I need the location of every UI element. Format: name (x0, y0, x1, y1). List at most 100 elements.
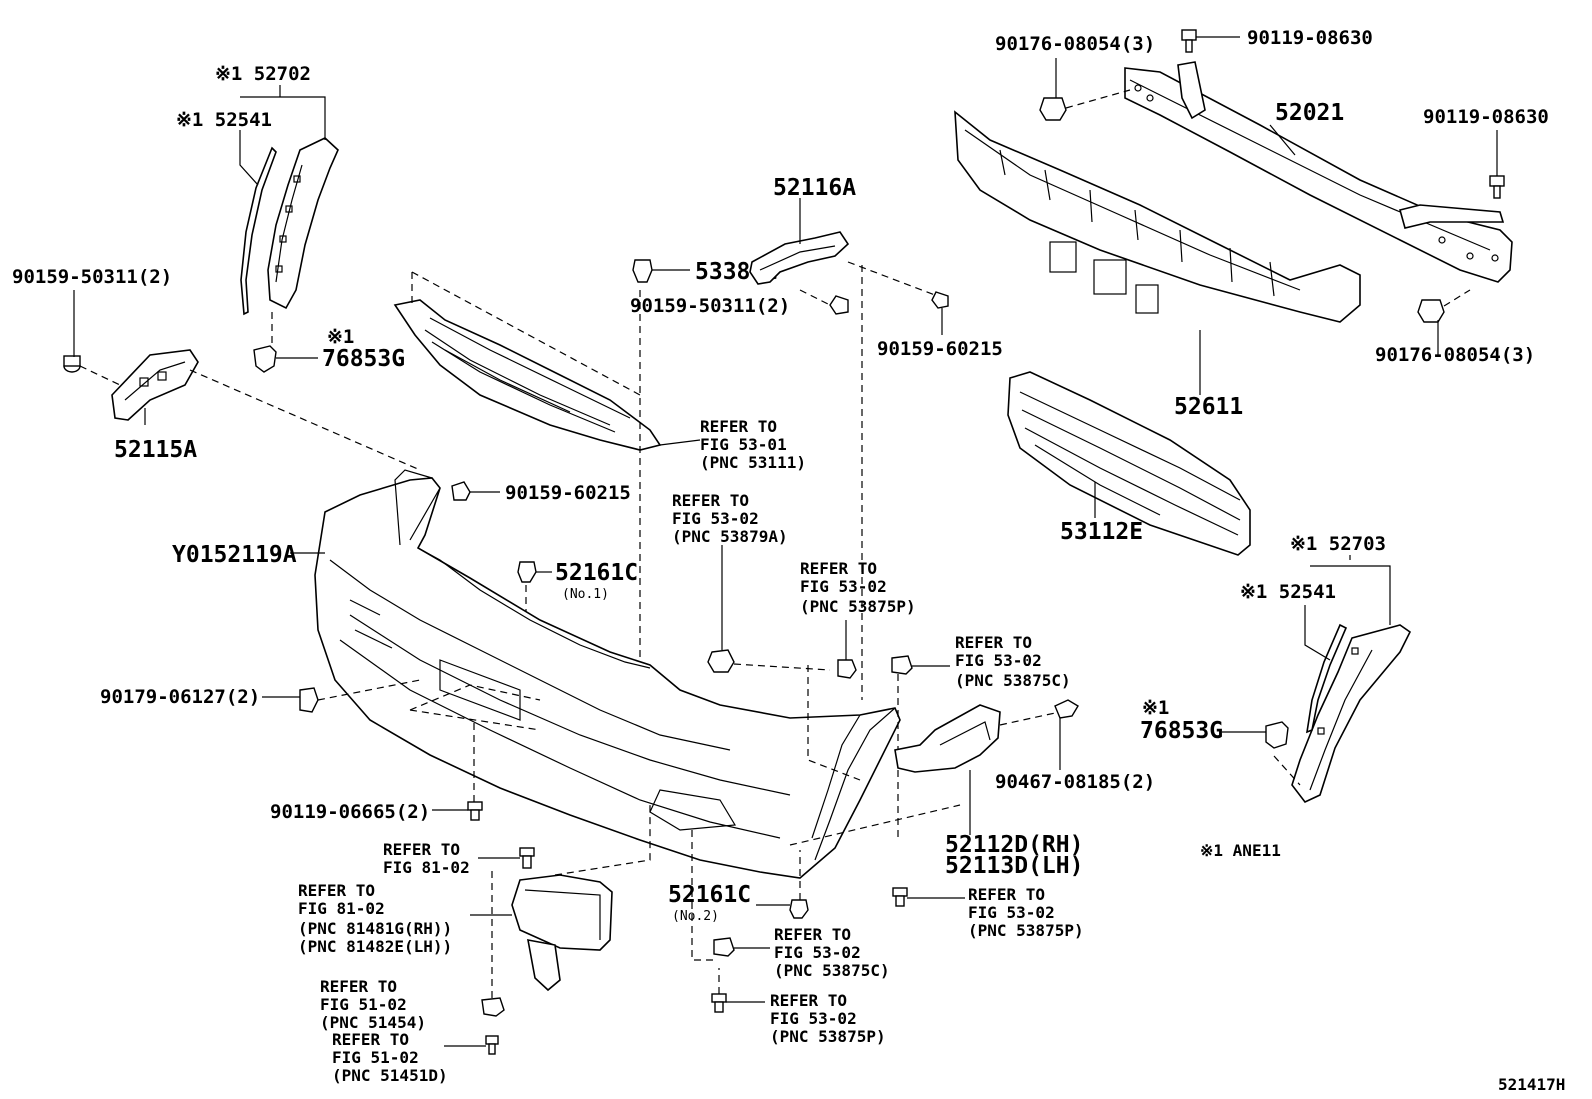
leader-refer-53111 (659, 439, 701, 446)
part-number-Y0152119A: Y0152119A (172, 542, 297, 568)
refer-53875C-b-line2: FIG 53-02 (774, 943, 861, 962)
nut-90176-08054-right (1417, 289, 1471, 355)
refer-53875C-a-line3: (PNC 53875C) (955, 671, 1071, 690)
part-number-90467-08185: 90467-08185(2) (995, 771, 1155, 793)
bolt-90119-08630-top (1181, 29, 1240, 53)
part-number-90176-08054-top: 90176-08054(3) (995, 33, 1155, 55)
refer-53879A-line2: FIG 53-02 (672, 509, 759, 528)
energy-absorber-52611 (954, 110, 1361, 395)
refer-81-02-a-line1: REFER TO (383, 840, 460, 859)
refer-53875P-c: REFER TO FIG 53-02 (PNC 53875P) (770, 991, 886, 1046)
part-number-52161C-no2: 52161C (668, 882, 751, 908)
part-number-90159-60215-center: 90159-60215 (505, 482, 631, 504)
leader-lines-left-moulding (239, 85, 326, 345)
marker-76853G-left: ※1 (327, 326, 354, 348)
screw-refer-53875P-c (711, 968, 765, 1013)
fender-moulding-left (240, 137, 339, 316)
refer-53875C-a-line2: FIG 53-02 (955, 651, 1042, 670)
refer-53111: REFER TO FIG 53-01 (PNC 53111) (700, 417, 806, 472)
grille-dashed-guides (411, 271, 641, 662)
part-number-52021: 52021 (1275, 100, 1344, 126)
part-number-52161C-no2-sub: (No.2) (672, 909, 719, 924)
clip-refer-53875C-b (691, 830, 770, 961)
refer-51454-line2: FIG 51-02 (320, 995, 407, 1014)
refer-81-02-b-line3: (PNC 81481G(RH)) (298, 919, 452, 938)
part-number-53112E: 53112E (1060, 519, 1143, 545)
fog-lamp-housing (470, 800, 651, 992)
refer-53875P-c-line3: (PNC 53875P) (770, 1027, 886, 1046)
bolt-90159-50311-left (63, 290, 121, 386)
refer-51454-line3: (PNC 51454) (320, 1013, 426, 1032)
part-number-52541-right: ※1 52541 (1240, 581, 1336, 603)
refer-53875C-b-line3: (PNC 53875C) (774, 961, 890, 980)
refer-53875P-b-line1: REFER TO (968, 885, 1045, 904)
part-number-52703: ※1 52703 (1290, 533, 1386, 555)
clip-53384C (632, 259, 690, 283)
bolt-90159-50311-center (799, 289, 849, 315)
refer-81-02-b: REFER TO FIG 81-02 (PNC 81481G(RH)) (PNC… (298, 881, 452, 956)
clip-refer-53879A (707, 545, 831, 673)
refer-51451D: REFER TO FIG 51-02 (PNC 51451D) (332, 1030, 448, 1085)
refer-51454: REFER TO FIG 51-02 (PNC 51454) (320, 977, 426, 1032)
part-number-52116A: 52116A (773, 175, 856, 201)
refer-53879A: REFER TO FIG 53-02 (PNC 53879A) (672, 491, 788, 546)
screw-refer-81-02 (478, 847, 535, 869)
refer-53111-line2: FIG 53-01 (700, 435, 787, 454)
bolt-refer-51451D (444, 1035, 499, 1055)
part-number-52113D: 52113D(LH) (945, 853, 1083, 879)
part-number-90119-08630-top: 90119-08630 (1247, 27, 1373, 49)
leader-lines-right-moulding (1273, 555, 1391, 786)
clip-refer-53875P-a (807, 620, 861, 781)
clip-76853G-left (253, 345, 318, 373)
retainer-90179-06127 (262, 679, 541, 731)
refer-53875P-c-line2: FIG 53-02 (770, 1009, 857, 1028)
clip-refer-51454 (481, 870, 505, 1017)
refer-51451D-line3: (PNC 51451D) (332, 1066, 448, 1085)
bolt-90159-60215-right (847, 261, 949, 335)
refer-51454-line1: REFER TO (320, 977, 397, 996)
part-number-90119-08630-right: 90119-08630 (1423, 106, 1549, 128)
refer-53875C-a: REFER TO FIG 53-02 (PNC 53875C) (955, 633, 1071, 690)
refer-81-02-b-line2: FIG 81-02 (298, 899, 385, 918)
clip-90467-08185 (1054, 699, 1079, 770)
side-bracket-52112D (894, 704, 1056, 835)
part-number-90119-06665: 90119-06665(2) (270, 801, 430, 823)
bracket-52116A (749, 198, 850, 285)
refer-53875P-a-line2: FIG 53-02 (800, 577, 887, 596)
part-number-90179-06127: 90179-06127(2) (100, 686, 260, 708)
part-number-76853G-left: 76853G (322, 346, 405, 372)
part-number-90159-50311-left: 90159-50311(2) (12, 266, 172, 288)
figure-code: 521417H (1498, 1075, 1565, 1094)
clip-refer-53875C-a (891, 655, 950, 840)
part-number-52112D: 52112D(RH) (945, 832, 1083, 858)
refer-51451D-line2: FIG 51-02 (332, 1048, 419, 1067)
refer-81-02-b-line4: (PNC 81482E(LH)) (298, 937, 452, 956)
refer-53875C-a-line1: REFER TO (955, 633, 1032, 652)
part-number-52161C-no1-sub: (No.1) (562, 587, 609, 602)
bracket-52115A (111, 349, 199, 425)
refer-81-02-a-line2: FIG 81-02 (383, 858, 470, 877)
part-number-76853G-right: 76853G (1140, 718, 1223, 744)
marker-76853G-right: ※1 (1142, 697, 1169, 719)
refer-51451D-line1: REFER TO (332, 1030, 409, 1049)
refer-53875P-a: REFER TO FIG 53-02 (PNC 53875P) (800, 559, 916, 616)
fender-moulding-right (1291, 623, 1412, 803)
refer-53111-line1: REFER TO (700, 417, 777, 436)
refer-53875P-a-line3: (PNC 53875P) (800, 597, 916, 616)
refer-53875C-b-line1: REFER TO (774, 925, 851, 944)
guide-side-bracket (789, 804, 961, 846)
bolt-90119-08630-right (1489, 130, 1505, 199)
bumper-reinforcement-52021 (1124, 61, 1513, 283)
bolt-90159-60215-center (189, 369, 500, 501)
upper-grille (393, 299, 662, 451)
refer-81-02-b-line1: REFER TO (298, 881, 375, 900)
note-ane11: ※1 ANE11 (1200, 841, 1281, 860)
lower-grille-53112E (1007, 371, 1251, 556)
screw-refer-53875P-b (892, 887, 965, 907)
refer-53875P-b: REFER TO FIG 53-02 (PNC 53875P) (968, 885, 1084, 940)
clip-52161C-no1 (517, 561, 552, 612)
refer-53879A-line1: REFER TO (672, 491, 749, 510)
part-number-52115A: 52115A (114, 437, 197, 463)
refer-53875P-b-line3: (PNC 53875P) (968, 921, 1084, 940)
